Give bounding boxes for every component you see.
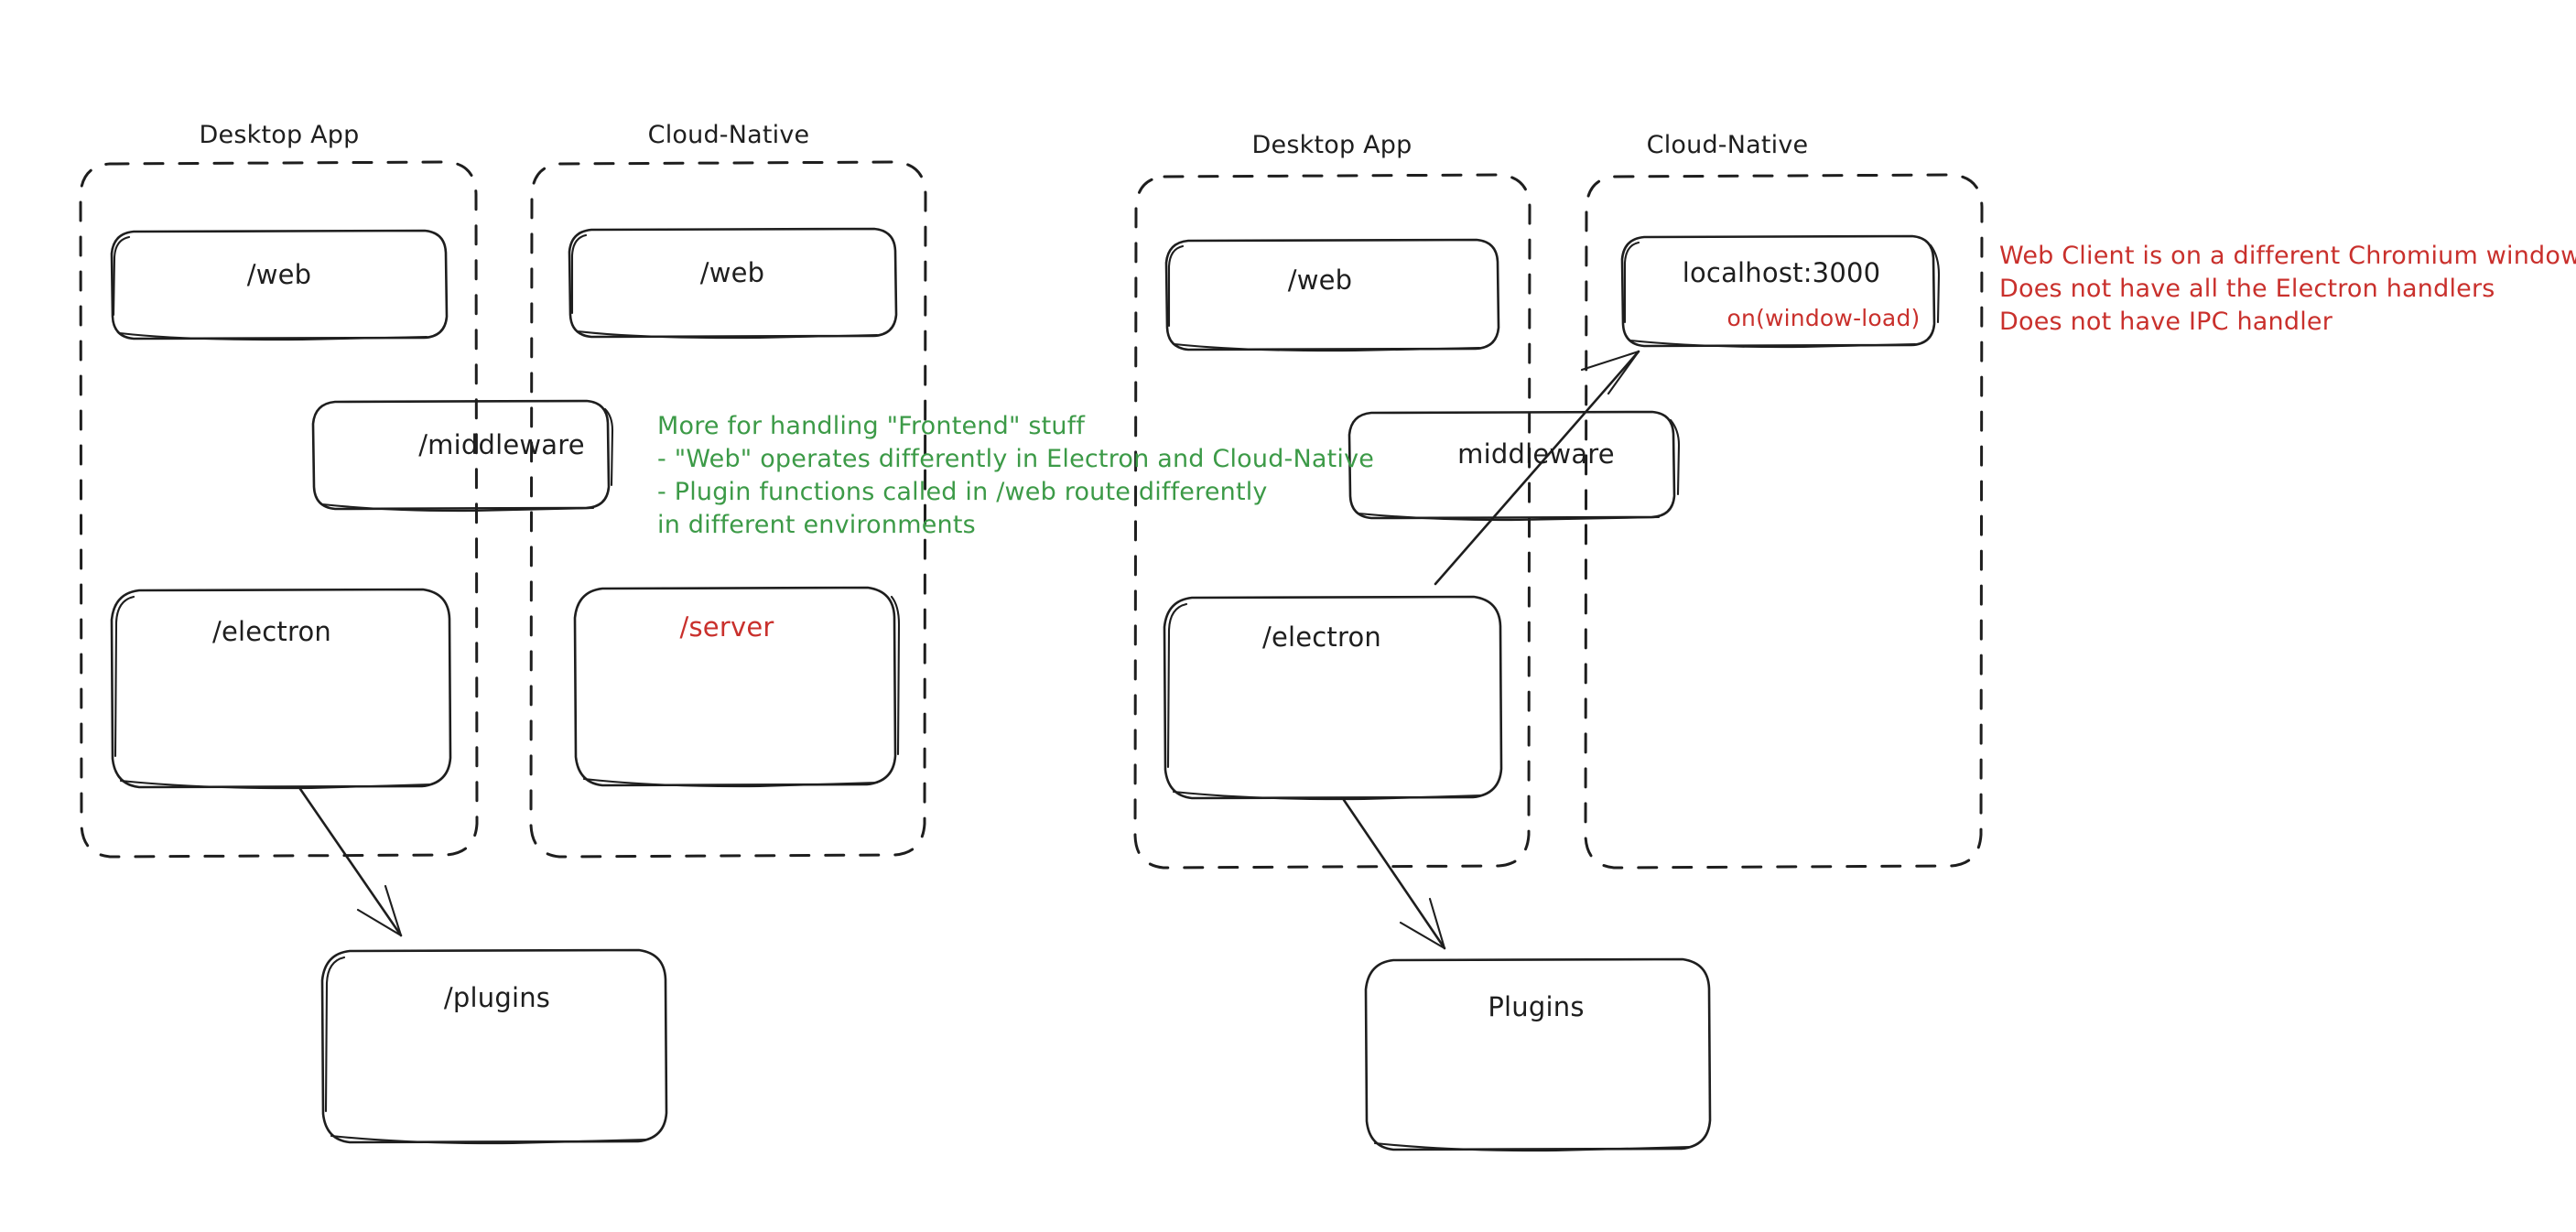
node-outline-left-server[interactable] [573, 586, 901, 788]
arrow-right-electron-to-plugins [1342, 798, 1446, 950]
node-outline-left-cloud-web[interactable] [568, 227, 898, 340]
node-outline-left-electron[interactable] [110, 588, 452, 790]
node-outline-right-middleware[interactable] [1348, 410, 1681, 522]
group-outline-left-desktop-app [79, 160, 479, 859]
group-outline-right-cloud-native [1584, 173, 1984, 870]
node-outline-right-desktop-web[interactable] [1164, 238, 1500, 352]
node-outline-right-electron[interactable] [1163, 595, 1503, 801]
arrow-left-electron-to-plugins [298, 787, 403, 937]
node-outline-left-middleware[interactable] [311, 399, 614, 513]
node-outline-left-plugins[interactable] [320, 948, 668, 1145]
group-outline-left-cloud-native [529, 160, 927, 859]
node-outline-right-plugins[interactable] [1364, 957, 1712, 1152]
node-outline-right-localhost[interactable] [1620, 234, 1941, 349]
group-outline-right-desktop-app [1133, 173, 1532, 870]
node-outline-left-desktop-web[interactable] [110, 229, 449, 341]
arrow-right-electron-to-localhost [1434, 350, 1640, 586]
